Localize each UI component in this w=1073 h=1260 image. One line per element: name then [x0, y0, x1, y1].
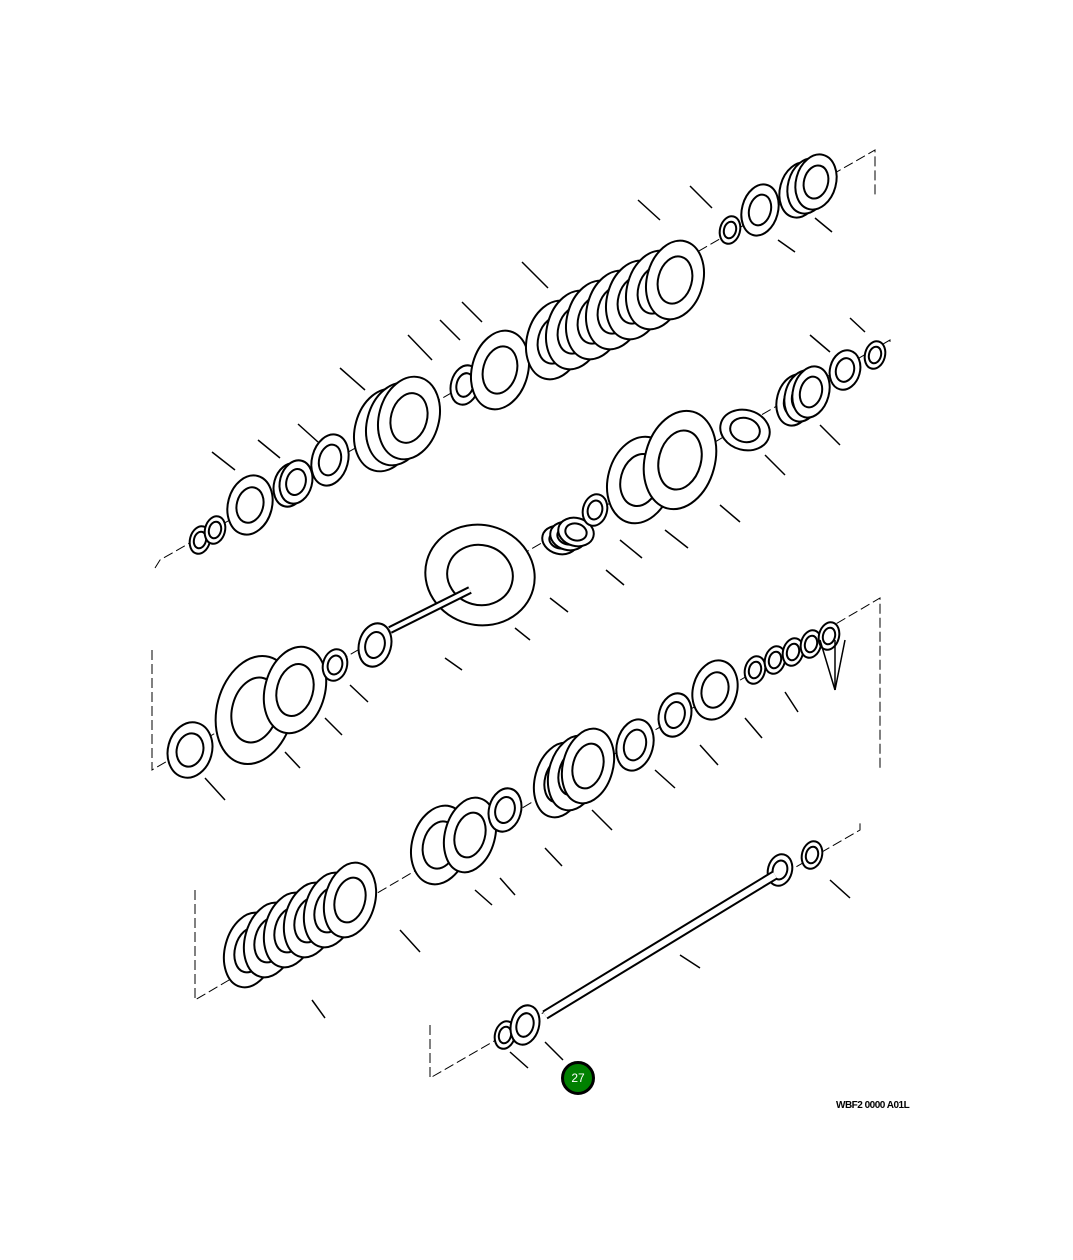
- gear-bore: [389, 392, 429, 444]
- snap-ring-bore: [867, 345, 883, 365]
- leader-line: [311, 999, 326, 1019]
- shim-bore: [803, 634, 819, 654]
- leader-line: [719, 504, 741, 523]
- snap-ring-large-bore: [453, 811, 487, 859]
- leader-line: [544, 847, 563, 867]
- leader-line: [211, 451, 236, 471]
- gear-bore: [571, 742, 605, 790]
- leader-line: [284, 751, 301, 769]
- leader-line: [349, 684, 369, 703]
- leader-line: [679, 954, 701, 969]
- snap-ring-bore: [722, 220, 738, 240]
- output-shaft-body: [389, 588, 471, 632]
- snap-ring-bore: [804, 845, 820, 865]
- leader-line: [849, 317, 866, 333]
- leader-line: [777, 239, 796, 253]
- leader-line: [514, 627, 531, 641]
- bearing-race-bore: [664, 701, 686, 729]
- leader-line: [654, 769, 676, 789]
- output-shaft-spline-bore: [564, 522, 588, 542]
- leader-line: [461, 301, 483, 323]
- sleeve-bore: [175, 732, 205, 768]
- leader-line: [664, 529, 689, 549]
- snap-ring-bore: [207, 520, 223, 540]
- snap-ring-large-bore: [481, 345, 519, 395]
- shim-bore: [785, 642, 801, 662]
- leader-line: [689, 185, 713, 209]
- shim-bore: [767, 650, 783, 670]
- spline-bore: [364, 631, 386, 659]
- leader-line: [204, 777, 226, 801]
- leader-line: [297, 423, 319, 443]
- leader-line: [829, 879, 851, 899]
- input-shaft-body: [543, 872, 777, 1018]
- leader-line: [809, 334, 831, 353]
- thrust-washer-bore: [494, 796, 516, 824]
- piston-bore: [657, 429, 703, 491]
- bearing-bore: [700, 671, 730, 709]
- leader-line: [699, 744, 719, 766]
- snap-ring-bore: [192, 530, 208, 550]
- leader-line: [521, 261, 549, 289]
- leader-line: [605, 569, 625, 586]
- leader-line: [637, 199, 661, 221]
- needle-bearing-bore: [317, 443, 343, 477]
- snap-ring-bore: [497, 1025, 513, 1045]
- needle-bearing-bore: [622, 728, 648, 762]
- leader-line: [544, 1041, 564, 1061]
- leader-line: [439, 319, 461, 341]
- leader-line: [324, 717, 343, 736]
- snap-ring-bore: [747, 660, 763, 680]
- return-spring-bore: [798, 375, 824, 409]
- drawing-reference: WBF2 0000 A01L: [836, 1100, 910, 1111]
- leader-line: [834, 639, 846, 691]
- leader-line: [764, 454, 786, 476]
- leader-line: [784, 691, 799, 713]
- callout-badge-27[interactable]: 27: [561, 1061, 595, 1095]
- leader-line: [444, 657, 463, 671]
- bearing-bore: [515, 1012, 535, 1038]
- leader-line: [499, 877, 516, 896]
- leader-line: [591, 809, 613, 831]
- bearing-bore: [235, 486, 265, 524]
- o-ring-bore: [275, 663, 315, 717]
- leader-line: [814, 217, 833, 233]
- leader-line: [407, 334, 433, 361]
- leader-line: [744, 717, 763, 739]
- snap-ring-bore: [586, 499, 604, 521]
- clutch-disc-bore: [333, 876, 367, 924]
- leader-line: [509, 1051, 529, 1069]
- spring-seat-bore: [834, 357, 856, 383]
- spring-retainer-bore: [729, 416, 761, 444]
- return-spring-bore: [802, 164, 830, 200]
- leader-line: [619, 539, 643, 559]
- leader-line: [474, 889, 493, 906]
- leader-line: [549, 597, 569, 613]
- leader-line: [257, 439, 281, 459]
- shim-bore: [821, 626, 837, 646]
- leader-line: [819, 424, 841, 446]
- clutch-disc-bore: [656, 255, 694, 305]
- seal-ring-bore: [326, 654, 344, 676]
- leader-line: [339, 367, 366, 391]
- leader-line: [399, 929, 421, 953]
- leader-line: [819, 639, 836, 691]
- spring-seat-bore: [747, 193, 773, 227]
- bearing-race-bore: [285, 468, 307, 496]
